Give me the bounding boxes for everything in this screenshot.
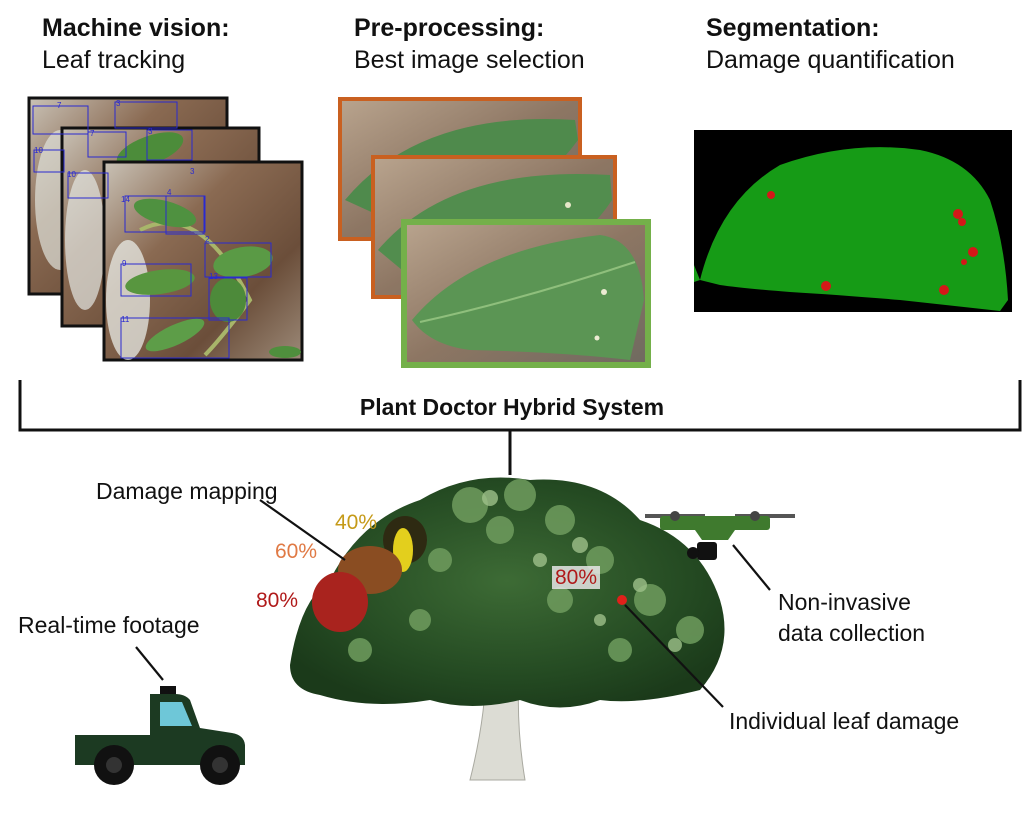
tracking-ids: 7 3 10 7 3 10 14 4 3 2 9 13 11 — [34, 99, 218, 324]
tracking-id: 3 — [116, 99, 121, 108]
tracking-id: 3 — [190, 167, 195, 176]
system-bracket — [18, 380, 1022, 475]
tracking-id: 7 — [90, 129, 95, 138]
individual-damaged-leaf — [617, 595, 627, 605]
stage-title-pre-processing: Pre-processing: — [354, 14, 545, 42]
label-noninvasive-line2: data collection — [778, 620, 926, 646]
tracking-id: 7 — [57, 101, 62, 110]
label-realtime-footage: Real-time footage — [18, 612, 200, 638]
damage-percent-80-cluster: 80% — [256, 589, 299, 612]
tracking-frame-front — [102, 160, 304, 362]
damage-percent-80-leaf: 80% — [552, 566, 601, 589]
stage-title-segmentation: Segmentation: — [706, 14, 880, 42]
tracking-id: 10 — [34, 146, 43, 155]
damage-spots — [767, 191, 978, 295]
label-noninvasive-line1: Non-invasive — [778, 589, 911, 615]
stage-subtitle-machine-vision: Leaf tracking — [42, 46, 186, 74]
tracking-id: 3 — [148, 127, 153, 136]
stage-subtitle-pre-processing: Best image selection — [354, 46, 585, 74]
drone-icon — [645, 511, 795, 560]
system-title: Plant Doctor Hybrid System — [359, 394, 665, 420]
segmentation-mask — [694, 130, 1012, 312]
damage-percent-60: 60% — [275, 540, 318, 563]
label-individual-leaf-damage: Individual leaf damage — [729, 708, 960, 734]
label-damage-mapping: Damage mapping — [96, 478, 278, 504]
tracking-id: 9 — [122, 259, 127, 268]
tracking-id: 2 — [205, 235, 210, 244]
tracking-id: 11 — [121, 315, 130, 324]
best-image-frames — [338, 97, 651, 368]
leaf-tracking-frames: 7 3 10 7 3 10 14 4 3 2 9 13 11 — [27, 96, 304, 362]
tracking-id: 13 — [209, 272, 218, 281]
damage-cluster-80 — [312, 572, 368, 632]
annotation-pointers — [135, 499, 771, 708]
candidate-image-best — [401, 219, 651, 368]
damage-percent-40: 40% — [335, 511, 378, 534]
stage-title-machine-vision: Machine vision: — [42, 14, 230, 42]
truck-icon — [75, 686, 245, 785]
tracking-id: 4 — [167, 188, 172, 197]
tracking-id: 10 — [67, 170, 76, 179]
tree-illustration — [290, 477, 725, 781]
camera-icon — [687, 542, 717, 560]
stage-subtitle-segmentation: Damage quantification — [706, 46, 955, 74]
tracking-id: 14 — [121, 195, 130, 204]
